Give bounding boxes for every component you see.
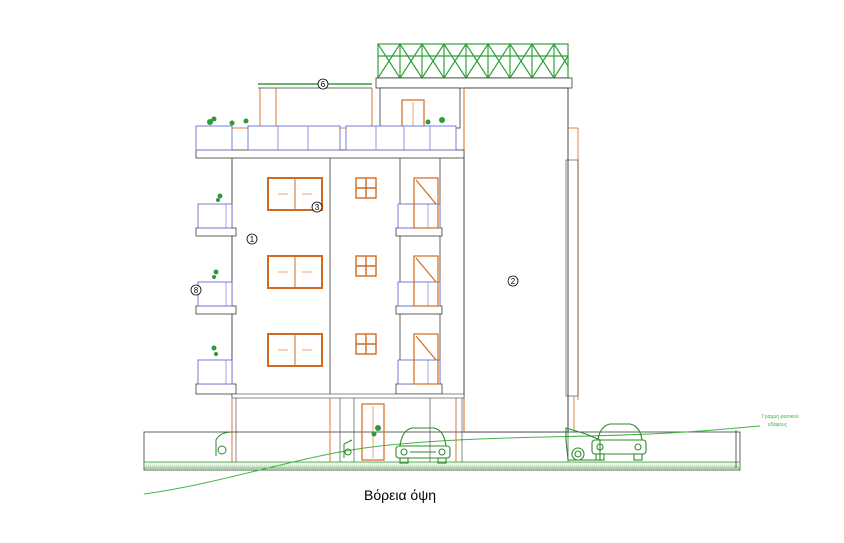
car-partial-left [215, 431, 233, 456]
plants [207, 116, 445, 437]
ground-floor-pilotis [231, 396, 575, 462]
callout-8: 8 [190, 284, 202, 296]
site-ground [143, 430, 741, 471]
callout-6: 6 [317, 78, 329, 90]
car-front-view [395, 427, 451, 464]
drawing-caption: Βόρεια όψη [364, 487, 436, 503]
callout-3: 3 [311, 201, 323, 213]
callout-3-label: 3 [315, 203, 320, 212]
small-windows [355, 177, 377, 355]
building-body [195, 149, 465, 399]
penthouse-glass-rail [195, 125, 457, 151]
car-front-view-2 [591, 423, 647, 461]
car-partial-mid [343, 439, 353, 458]
left-balconies [197, 203, 233, 385]
car-side-view [565, 427, 601, 461]
natural-ground-line [143, 425, 761, 495]
ground-note-line1: Γραμμή φυσικού [762, 413, 799, 420]
balcony-doors [413, 177, 439, 385]
ground-note-line2: εδάφους [768, 421, 788, 428]
callout-2-label: 2 [511, 277, 516, 286]
sliding-windows [267, 177, 323, 367]
callout-6-label: 6 [321, 80, 326, 89]
callout-8-label: 8 [194, 286, 199, 295]
callout-2: 2 [507, 275, 519, 287]
callout-1-label: 1 [250, 235, 255, 244]
roof-pergola [377, 42, 569, 80]
roof-pergola-left [258, 83, 373, 128]
side-wall-mass [463, 87, 569, 433]
callout-1: 1 [246, 233, 258, 245]
